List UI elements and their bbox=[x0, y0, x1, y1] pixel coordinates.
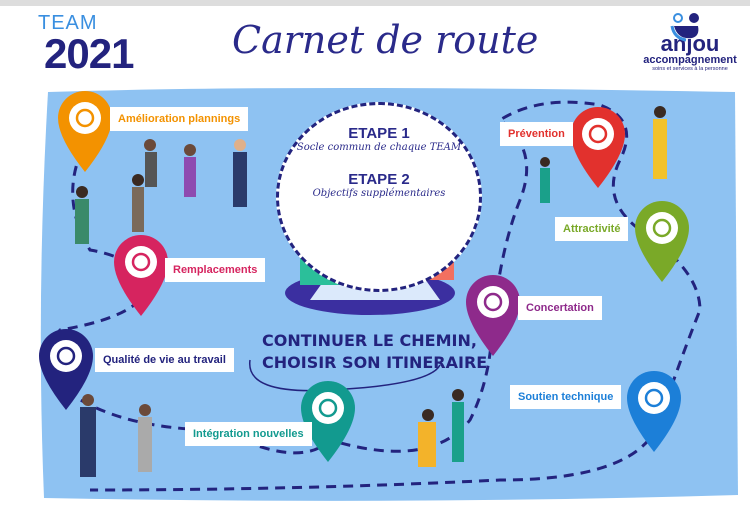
user-rotate-icon bbox=[125, 246, 157, 278]
team-label: TEAM bbox=[38, 12, 98, 34]
etape-1-desc: Socle commun de chaque TEAM bbox=[296, 142, 462, 153]
milestone-label-qualite: Qualité de vie au travail bbox=[95, 348, 234, 372]
headset-icon bbox=[638, 382, 670, 414]
pin-attractivite bbox=[635, 201, 689, 282]
pin-amelioration bbox=[58, 91, 112, 172]
etapes-circle: ETAPE 1 Socle commun de chaque TEAM ETAP… bbox=[276, 102, 482, 292]
milestone-label-prevention: Prévention bbox=[500, 122, 573, 146]
clipboard-icon bbox=[69, 102, 101, 134]
user-add-icon bbox=[312, 392, 344, 424]
badge-check-icon bbox=[50, 340, 82, 372]
heart-icon bbox=[646, 212, 678, 244]
milestone-label-integration: Intégration nouvelles bbox=[185, 422, 312, 446]
hand-icon bbox=[582, 118, 614, 150]
pin-concertation bbox=[466, 275, 520, 356]
logo-icon bbox=[670, 13, 699, 42]
pin-remplacements bbox=[114, 235, 168, 316]
slogan-line-1: CONTINUER LE CHEMIN, bbox=[262, 331, 477, 350]
milestone-label-soutien: Soutien technique bbox=[510, 385, 622, 409]
logo-name: anjou bbox=[660, 31, 720, 56]
pin-qualite bbox=[39, 329, 93, 410]
slogan: CONTINUER LE CHEMIN, CHOISIR SON ITINERA… bbox=[262, 330, 487, 374]
milestone-label-remplacements: Remplacements bbox=[165, 258, 266, 282]
top-bar bbox=[0, 0, 750, 6]
logo-sub: accompagnement bbox=[643, 54, 737, 66]
pin-soutien bbox=[627, 371, 681, 452]
group-icon bbox=[477, 286, 509, 318]
etape-2-desc: Objectifs supplémentaires bbox=[312, 188, 446, 199]
page-title: Carnet de route bbox=[232, 18, 539, 62]
etape-1-title: ETAPE 1 bbox=[348, 125, 410, 142]
milestone-label-concertation: Concertation bbox=[518, 296, 602, 320]
pin-integration bbox=[301, 381, 355, 462]
milestone-label-amelioration: Amélioration plannings bbox=[110, 107, 249, 131]
anjou-logo: anjou accompagnement soins et services à… bbox=[640, 12, 740, 72]
milestone-label-attractivite: Attractivité bbox=[555, 217, 629, 241]
team-year: 2021 bbox=[44, 30, 134, 77]
etape-2-title: ETAPE 2 bbox=[348, 171, 410, 188]
slogan-line-2: CHOISIR SON ITINERAIRE bbox=[262, 353, 488, 372]
pin-prevention bbox=[571, 107, 625, 188]
logo-tagline: soins et services à la personne bbox=[652, 66, 728, 72]
